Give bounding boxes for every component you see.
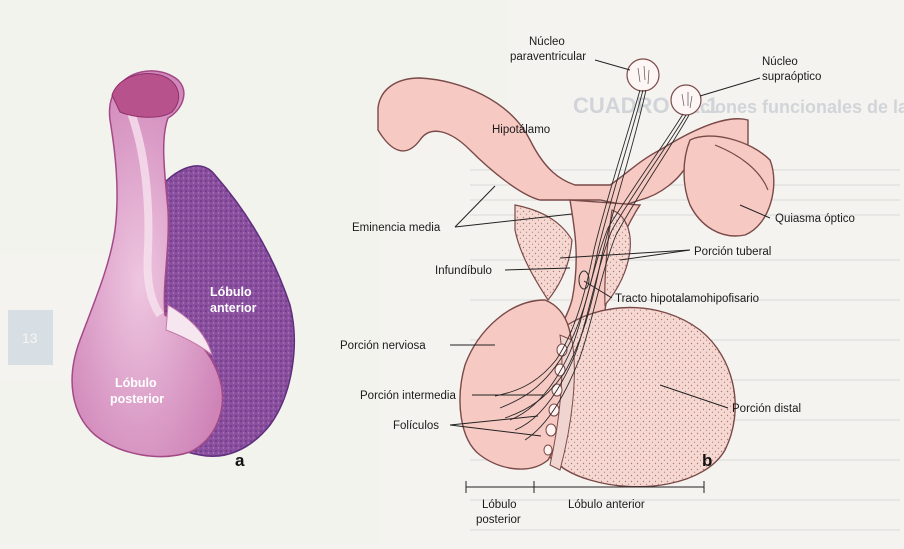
label-tracto: Tracto hipotalamohipofisario bbox=[615, 293, 759, 305]
label-anterior-1: Lóbulo bbox=[210, 285, 252, 299]
label-paraventricular-1: Núcleo bbox=[529, 36, 565, 48]
label-quiasma-optico: Quiasma óptico bbox=[775, 213, 855, 225]
label-eminencia-media: Eminencia media bbox=[352, 222, 441, 234]
supraoptic-nucleus bbox=[671, 85, 701, 115]
panel-a-letter: a bbox=[235, 451, 245, 470]
label-porcion-intermedia: Porción intermedia bbox=[360, 390, 456, 402]
label-porcion-tuberal: Porción tuberal bbox=[694, 246, 771, 258]
label-supraoptic-2: supraóptico bbox=[762, 71, 821, 83]
label-foliculos: Folículos bbox=[393, 420, 439, 432]
label-posterior-2: posterior bbox=[110, 392, 164, 406]
label-infundibulo: Infundíbulo bbox=[435, 265, 492, 277]
scale-lobulo-posterior-1: Lóbulo bbox=[482, 499, 517, 511]
label-hipotalamo: Hipotálamo bbox=[492, 124, 550, 136]
panel-b-letter: b bbox=[702, 451, 712, 470]
scale-lobulo-anterior: Lóbulo anterior bbox=[568, 499, 645, 511]
side-tab-number: 13 bbox=[22, 330, 38, 346]
paraventricular-nucleus bbox=[627, 59, 659, 91]
label-supraoptic-1: Núcleo bbox=[762, 56, 798, 68]
background-heading-rest: ciones funcionales de la secre bbox=[700, 97, 904, 117]
label-porcion-nerviosa: Porción nerviosa bbox=[340, 340, 426, 352]
scale-lobulo-posterior-2: posterior bbox=[476, 514, 521, 526]
label-paraventricular-2: paraventricular bbox=[510, 51, 586, 63]
label-posterior-1: Lóbulo bbox=[115, 376, 157, 390]
label-porcion-distal: Porción distal bbox=[732, 403, 801, 415]
label-anterior-2: anterior bbox=[210, 301, 257, 315]
